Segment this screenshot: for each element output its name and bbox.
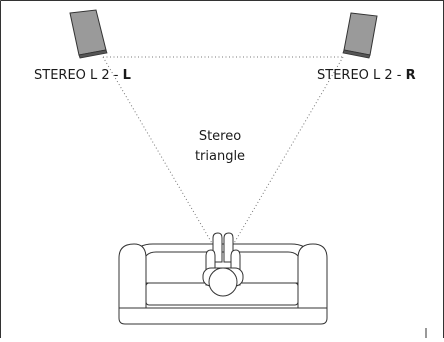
speaker-left-channel: L: [122, 68, 131, 83]
stereo-triangle-label-line1: Stereo: [198, 129, 242, 144]
stereo-triangle-label-line2: triangle: [194, 149, 246, 164]
person-head: [208, 267, 238, 297]
speaker-left-label: STEREO L 2 - L: [34, 68, 131, 84]
stereo-triangle: [102, 56, 344, 263]
speaker-right-icon: [342, 12, 378, 59]
speaker-right-name: STEREO L 2 -: [317, 68, 406, 83]
stereo-triangle-label: Stereo triangle: [172, 127, 268, 167]
speaker-left-icon: [69, 9, 108, 59]
speaker-left-name: STEREO L 2 -: [34, 68, 123, 83]
person-icon: [202, 232, 244, 297]
speaker-right-channel: R: [405, 68, 416, 83]
sofa-base: [118, 307, 328, 325]
speaker-right-label: STEREO L 2 - R: [317, 68, 416, 84]
